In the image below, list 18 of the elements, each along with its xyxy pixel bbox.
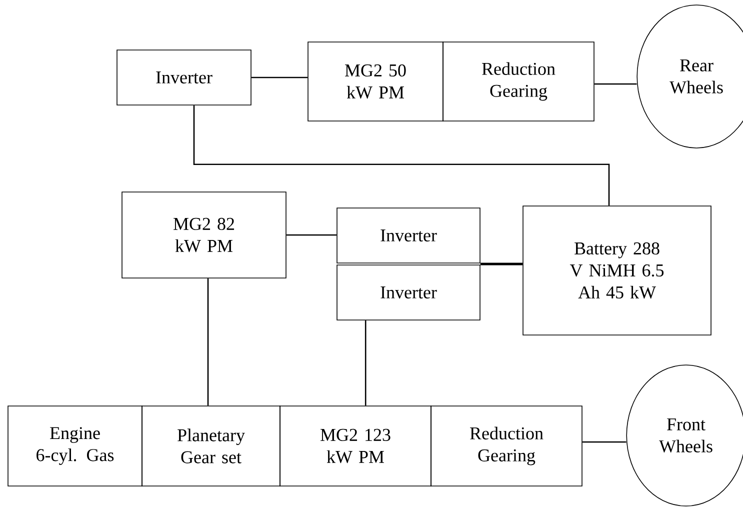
component-box: Inverter (336, 208, 480, 264)
connector-line (364, 320, 366, 406)
component-box: MG2 82 kW PM (122, 192, 286, 278)
component-box: Planetary Gear set (142, 406, 280, 486)
connector-line (582, 441, 626, 443)
component-box: Inverter (336, 264, 480, 320)
connector-line (594, 83, 637, 85)
component-box: Engine 6-cyl. Gas (8, 406, 142, 486)
connector-line (251, 76, 308, 78)
component-box: Reduction Gearing (430, 406, 582, 486)
connector-line (286, 234, 337, 236)
component-box: MG2 123 kW PM (280, 406, 432, 486)
component-box: Reduction Gearing (442, 42, 594, 122)
connector-line (207, 278, 209, 406)
component-box: Battery 288 V NiMH 6.5 Ah 45 kW (522, 206, 712, 336)
component-box: MG2 50 kW PM (308, 42, 444, 122)
connector-line (193, 105, 610, 206)
component-box: Inverter (116, 50, 252, 106)
